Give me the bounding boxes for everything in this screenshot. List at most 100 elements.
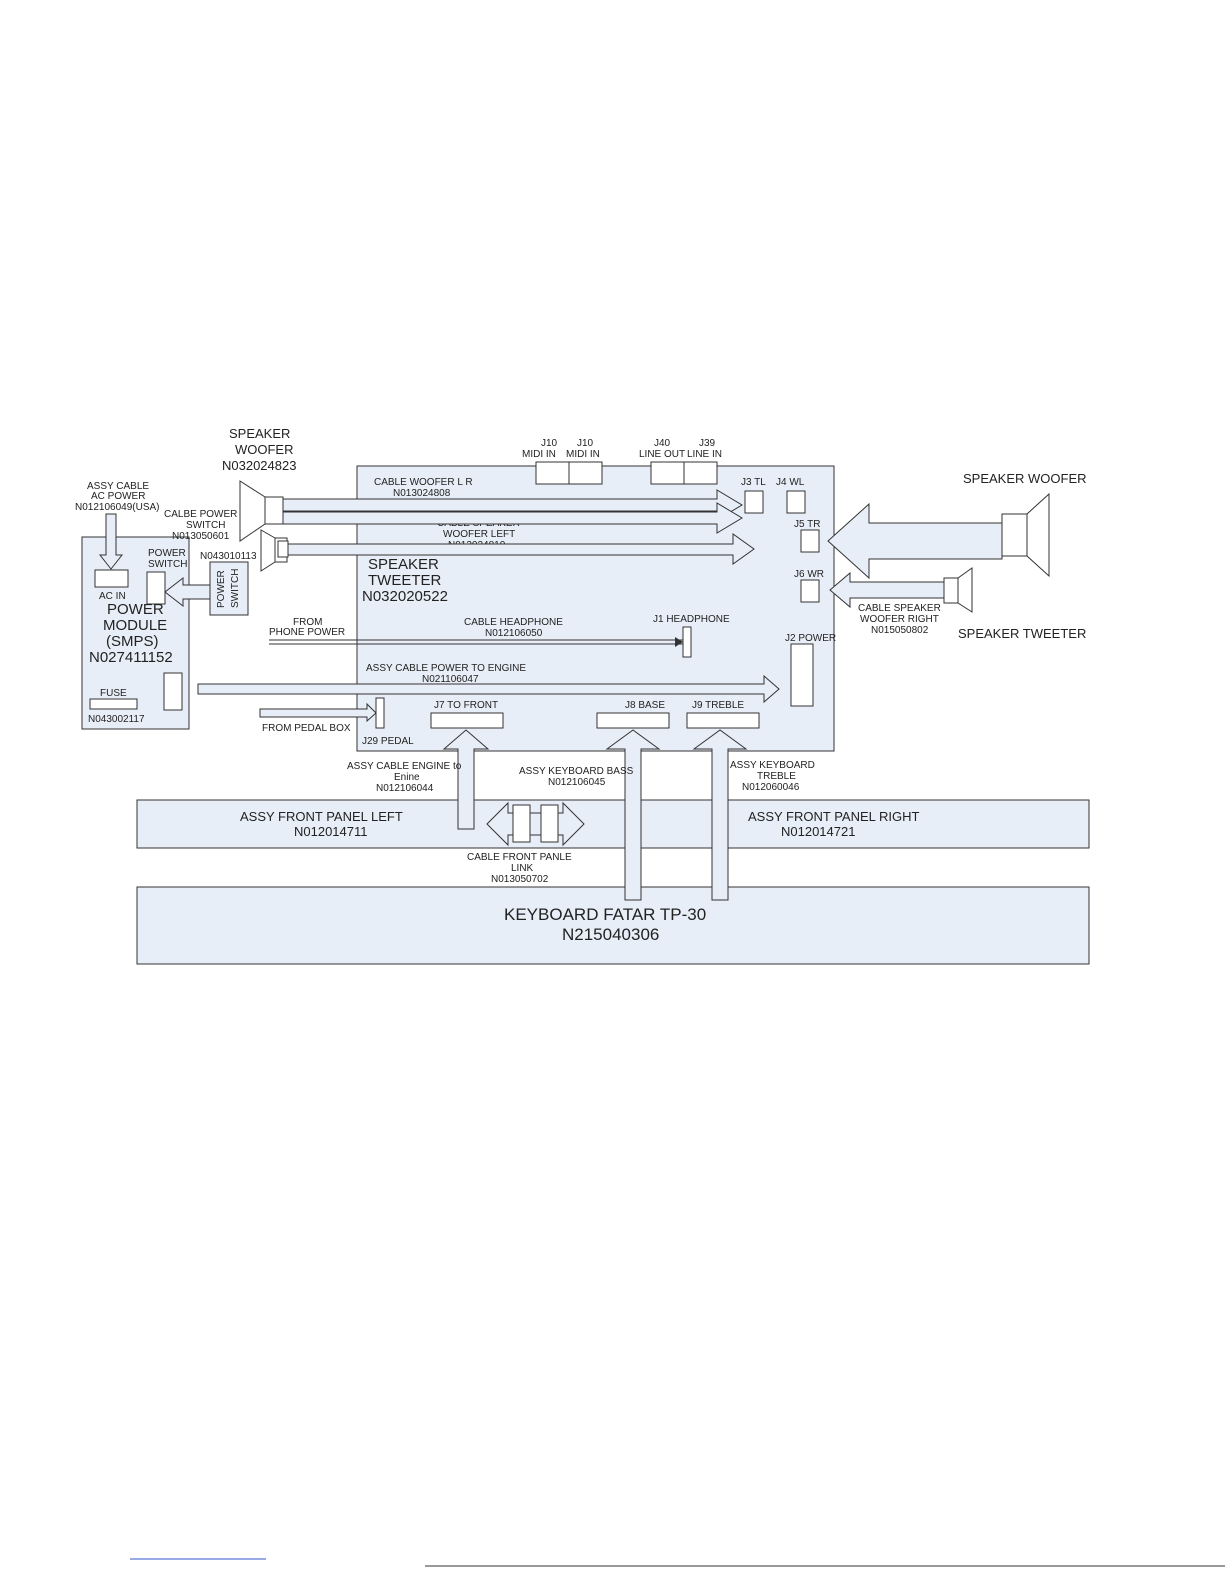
engine-cable-arrow [442,729,490,830]
woofer-cable-arrow-2 [282,502,743,534]
j7-label: J7 TO FRONT [434,700,498,711]
power-switch-arrow [164,576,211,608]
power-module-switch-jack [146,571,166,605]
speaker-tweeter-right-label: SPEAKER TWEETER [958,626,1086,641]
ac-in-jack [94,569,129,588]
j8-label: J8 BASE [625,700,665,711]
j40-label-1: J40 [654,438,671,449]
speaker-tweeter-left-2: TWEETER [368,572,441,589]
j4-label: J4 WL [776,477,805,488]
speaker-tweeter-right-magnet [943,577,959,604]
power-module-line3: (SMPS) [106,633,159,650]
jack-j10a [535,461,570,485]
front-panel-right-1: ASSY FRONT PANEL RIGHT [748,809,920,824]
front-panel [136,799,1090,849]
cable-spk-woofer-right-1: CABLE SPEAKER [858,603,941,614]
speaker-tweeter-left-part: N032020522 [362,588,448,605]
front-panel-left-2: N012014711 [294,824,368,839]
cable-headphone-1: CABLE HEADPHONE [464,617,563,628]
front-link-plug-right [540,804,559,843]
cable-spk-woofer-right-2: WOOFER RIGHT [860,614,939,625]
treble-cable-arrow [692,729,748,901]
keyboard-treble-2: TREBLE [757,771,796,782]
jack-j7 [430,712,504,729]
from-phone-power-2: PHONE POWER [269,627,345,638]
front-link-arrow [486,801,585,847]
power-switch-part: N043010113 [200,551,257,562]
tweeter-plug [277,540,289,558]
fuse-part: N043002117 [88,714,145,725]
phone-power-arrowhead [675,637,683,647]
speaker-tweeter-right-cone [957,567,973,613]
jack-j4 [786,490,806,514]
jack-j9 [686,712,760,729]
speaker-woofer-right-label: SPEAKER WOOFER [963,471,1087,486]
j2-label: J2 POWER [785,633,836,644]
ac-in-label: AC IN [99,591,126,602]
keyboard-treble-1: ASSY KEYBOARD [730,760,815,771]
j10b-label-2: MIDI IN [566,449,600,460]
j1-label: J1 HEADPHONE [653,614,730,625]
jack-j1 [682,626,692,658]
j9-label: J9 TREBLE [692,700,744,711]
j10a-label-1: J10 [541,438,558,449]
fuse-label: FUSE [100,688,127,699]
jack-j10b [568,461,603,485]
j39-label-2: LINE IN [687,449,722,460]
cable-spk-woofer-left-2: WOOFER LEFT [443,529,515,540]
j6-label: J6 WR [794,569,824,580]
power-switch-body [209,561,249,616]
keyboard-line2: N215040306 [562,925,659,944]
cable-engine-3: N012106044 [376,783,434,794]
keyboard-line1: KEYBOARD FATAR TP-30 [504,905,706,924]
pedal-cable-arrow [259,702,377,723]
ac-cable-1: ASSY CABLE [87,481,149,492]
j10b-label-1: J10 [577,438,594,449]
cable-front-link-2: LINK [511,863,534,874]
power-switch-cable-1: CALBE POWER [164,509,237,520]
speaker-woofer-left-1: SPEAKER [229,426,290,441]
cable-engine-1: ASSY CABLE ENGINE to [347,761,462,772]
cable-power-engine-1: ASSY CABLE POWER TO ENGINE [366,663,526,674]
power-switch-label-2: SWITCH [148,559,187,570]
power-switch-cable-3: N013050601 [172,531,230,542]
jack-j6 [800,579,820,603]
cable-engine-2: Enine [394,772,420,783]
speaker-woofer-left-2: WOOFER [235,442,294,457]
jack-j29 [375,697,385,729]
cable-power-engine-2: N021106047 [422,674,479,685]
keyboard-treble-3: N012060046 [742,782,800,793]
j3-label: J3 TL [741,477,766,488]
power-module-line2: MODULE [103,617,167,634]
jack-j3 [744,490,764,514]
speaker-woofer-right-magnet [1001,513,1028,557]
speaker-woofer-left-magnet [264,496,284,525]
from-pedal-box: FROM PEDAL BOX [262,723,351,734]
bass-cable-arrow [605,729,661,901]
power-output-jack [163,672,183,711]
cable-headphone-2: N012106050 [485,628,543,639]
j40-label-2: LINE OUT [639,449,685,460]
power-module-part: N027411152 [89,649,173,666]
power-switch-body-2: SWITCH [230,569,241,608]
jack-j39 [683,461,718,485]
cable-spk-woofer-right-3: N015050802 [871,625,929,636]
fuse [89,698,138,710]
woofer-right-cable-arrow [827,502,1003,580]
ac-cable-arrow [98,513,124,570]
ac-cable-2: AC POWER [91,491,145,502]
front-link-plug-left [512,804,531,843]
front-panel-left-1: ASSY FRONT PANEL LEFT [240,809,403,824]
speaker-woofer-left-part: N032024823 [222,458,296,473]
speaker-tweeter-left-cone [260,529,276,572]
front-panel-right-2: N012014721 [781,824,855,839]
cable-front-link-3: N013050702 [491,874,549,885]
cable-woofer-lr-1: CABLE WOOFER L R [374,477,473,488]
j10a-label-2: MIDI IN [522,449,556,460]
cable-front-link-1: CABLE FRONT PANLE [467,852,572,863]
power-switch-label-1: POWER [148,548,186,559]
ac-cable-3: N012106049(USA) [75,502,160,513]
jack-j8 [596,712,670,729]
speaker-tweeter-left-1: SPEAKER [368,556,439,573]
